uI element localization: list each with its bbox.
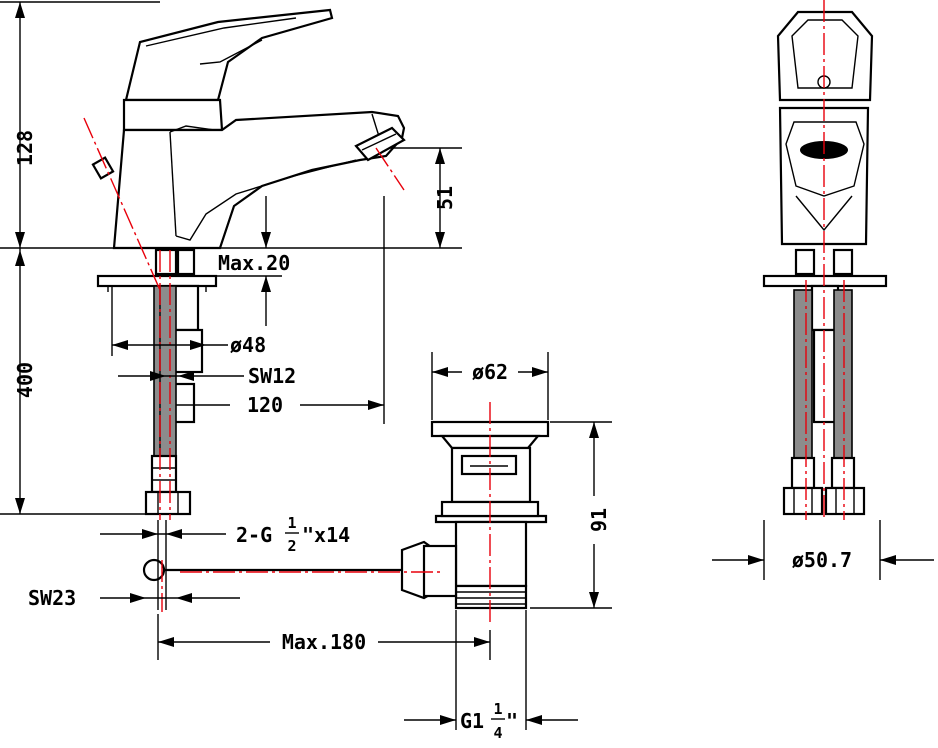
- label-sw23: SW23: [28, 586, 76, 610]
- dimension-labels: 128 400 51 91 Max.20 ø48 SW12 120 2-G 1 …: [13, 130, 852, 742]
- faucet-front-view: [762, 10, 888, 516]
- svg-text:"x14: "x14: [302, 523, 350, 547]
- faucet-side-view: [0, 8, 462, 610]
- mounting-nut-top: [154, 248, 178, 276]
- waste-body-lower: [454, 520, 528, 588]
- label-sw12: SW12: [248, 364, 296, 388]
- pull-rod-clip: [142, 558, 166, 582]
- front-hose-right: [833, 289, 853, 459]
- label-waste-thread: G1 1 4 ": [460, 700, 518, 742]
- front-deck-plate: [762, 274, 888, 288]
- svg-text:1: 1: [493, 700, 502, 718]
- hose-connector: [150, 454, 178, 494]
- faucet-cap: [122, 98, 224, 132]
- dimension-lines: [0, 1, 934, 730]
- center-lines: [83, 0, 845, 626]
- label-max-180: Max.180: [282, 630, 366, 654]
- svg-text:2-G: 2-G: [236, 523, 272, 547]
- label-120: 120: [247, 393, 283, 417]
- svg-text:G1: G1: [460, 709, 484, 733]
- hose-nut: [144, 490, 192, 516]
- front-lever: [776, 10, 874, 102]
- label-128: 128: [13, 130, 37, 166]
- label-d48: ø48: [230, 333, 266, 357]
- label-hose-connection: 2-G 1 2 "x14: [236, 514, 350, 555]
- svg-text:1: 1: [287, 514, 296, 532]
- label-d62: ø62: [472, 360, 508, 384]
- waste-assembly: [400, 420, 550, 610]
- label-d50-7: ø50.7: [792, 548, 852, 572]
- label-51: 51: [433, 186, 457, 210]
- svg-text:2: 2: [287, 537, 296, 555]
- faucet-lever: [124, 8, 334, 102]
- svg-text:4: 4: [493, 724, 502, 742]
- svg-text:": ": [506, 709, 518, 733]
- front-hose-left: [793, 289, 813, 459]
- label-400: 400: [13, 362, 37, 398]
- label-91: 91: [587, 508, 611, 532]
- flex-hose: [153, 285, 177, 457]
- label-max-20: Max.20: [218, 251, 290, 275]
- faucet-body: [112, 110, 406, 250]
